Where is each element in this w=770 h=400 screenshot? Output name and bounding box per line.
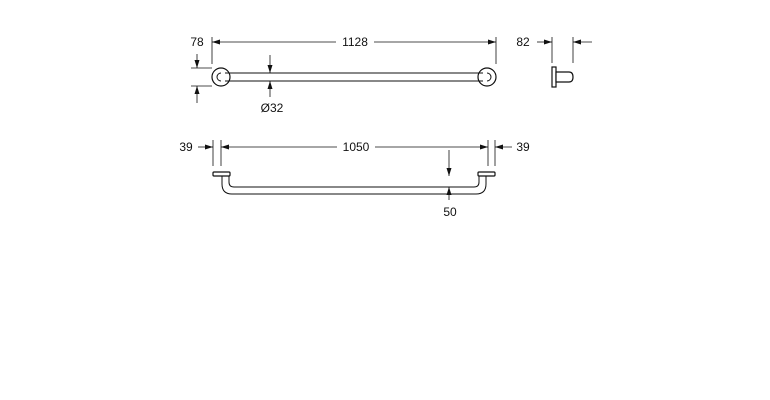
label-right-flange: 39 bbox=[516, 140, 530, 154]
plan-view: 1050 39 39 50 bbox=[179, 140, 530, 219]
dim-diameter: Ø32 bbox=[261, 55, 284, 115]
front-view: 1128 78 Ø32 bbox=[190, 35, 497, 115]
label-top-height: 78 bbox=[190, 35, 204, 49]
label-top-length: 1128 bbox=[342, 35, 368, 49]
side-view: 82 bbox=[516, 35, 592, 88]
dim-top-height: 78 bbox=[190, 35, 212, 103]
label-projection: 50 bbox=[443, 205, 457, 219]
rail-plan-view bbox=[212, 171, 496, 195]
dim-top-length: 1128 bbox=[211, 35, 497, 64]
dim-right-flange: 39 bbox=[494, 140, 530, 166]
dim-bottom-length: 1050 bbox=[220, 140, 489, 166]
dim-projection: 50 bbox=[443, 150, 457, 219]
label-left-flange: 39 bbox=[179, 140, 193, 154]
label-side-depth: 82 bbox=[516, 35, 530, 49]
dim-left-flange: 39 bbox=[179, 140, 214, 166]
bracket-side-view bbox=[551, 66, 574, 88]
rail-top-view bbox=[211, 67, 497, 87]
label-bottom-length: 1050 bbox=[343, 140, 370, 154]
label-diameter: Ø32 bbox=[261, 101, 284, 115]
dim-side-depth: 82 bbox=[516, 35, 592, 63]
